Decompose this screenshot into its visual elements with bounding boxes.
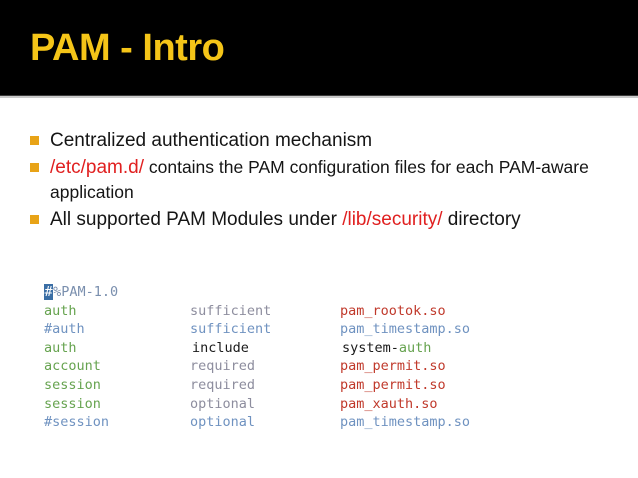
code-module-suffix: auth xyxy=(398,339,432,356)
code-module: pam_rootok.so xyxy=(340,302,446,319)
code-type: #session xyxy=(44,414,110,431)
list-item: /etc/pam.d/ contains the PAM configurati… xyxy=(30,155,610,205)
code-headline-rest: %PAM-1.0 xyxy=(53,284,119,300)
bullet-square-icon xyxy=(30,163,39,172)
code-line: account required pam_permit.so xyxy=(44,357,470,376)
code-control: sufficient xyxy=(190,321,272,338)
bullet-square-icon xyxy=(30,136,39,145)
code-line: #session optional pam_timestamp.so xyxy=(44,413,470,432)
code-line: auth include system-auth xyxy=(44,339,470,358)
bullet-text: /etc/pam.d/ contains the PAM configurati… xyxy=(50,155,610,205)
code-type: session xyxy=(44,376,101,393)
code-line: session required pam_permit.so xyxy=(44,376,470,395)
code-control: include xyxy=(192,339,249,356)
list-item: All supported PAM Modules under /lib/sec… xyxy=(30,207,610,232)
code-type: session xyxy=(44,395,101,412)
code-headline: #%PAM-1.0 xyxy=(44,283,118,302)
code-module-prefix: system- xyxy=(342,339,399,356)
bullet-segment: contains the PAM configuration files for… xyxy=(50,157,589,202)
code-control: optional xyxy=(190,395,256,412)
list-item: Centralized authentication mechanism xyxy=(30,128,610,153)
bullet-segment-path: /lib/security/ xyxy=(342,209,443,230)
code-module: pam_permit.so xyxy=(340,358,446,375)
bullet-text: Centralized authentication mechanism xyxy=(50,128,610,153)
code-control: required xyxy=(190,358,256,375)
bullet-square-icon xyxy=(30,215,39,224)
bullet-segment: Centralized authentication mechanism xyxy=(50,130,373,151)
code-module: pam_timestamp.so xyxy=(340,414,471,431)
code-line: auth sufficient pam_rootok.so xyxy=(44,302,470,321)
page-title: PAM - Intro xyxy=(30,27,225,69)
code-module: pam_permit.so xyxy=(340,376,446,393)
code-control: sufficient xyxy=(190,302,272,319)
code-type: account xyxy=(44,358,101,375)
code-control: required xyxy=(190,376,256,393)
code-type: auth xyxy=(44,302,77,319)
code-type: #auth xyxy=(44,321,85,338)
bullet-segment: directory xyxy=(442,209,521,230)
code-line-headline: #%PAM-1.0 xyxy=(44,283,470,302)
header-divider xyxy=(0,95,638,98)
selected-hash-token: # xyxy=(44,284,54,300)
pam-config-code-block: #%PAM-1.0 auth sufficient pam_rootok.so … xyxy=(44,283,470,432)
bullet-segment-path: /etc/pam.d/ xyxy=(50,157,144,178)
code-module: pam_timestamp.so xyxy=(340,321,471,338)
bullet-list: Centralized authentication mechanism /et… xyxy=(30,128,610,234)
code-module: system-auth xyxy=(342,339,431,358)
code-line: session optional pam_xauth.so xyxy=(44,395,470,414)
code-line: #auth sufficient pam_timestamp.so xyxy=(44,320,470,339)
code-module: pam_xauth.so xyxy=(340,395,438,412)
code-control: optional xyxy=(190,414,256,431)
bullet-segment: All supported PAM Modules under xyxy=(50,209,343,230)
slide-header: PAM - Intro xyxy=(0,0,638,95)
bullet-text: All supported PAM Modules under /lib/sec… xyxy=(50,207,610,232)
code-type: auth xyxy=(44,339,77,356)
